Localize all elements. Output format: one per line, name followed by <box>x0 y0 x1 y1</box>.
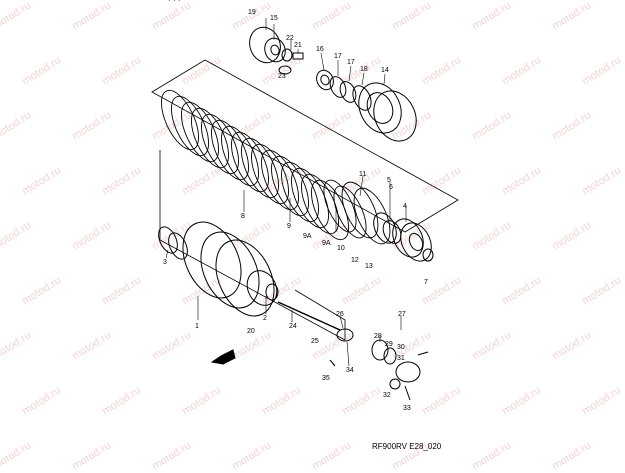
callout: 25 <box>311 338 319 345</box>
callout: 9 <box>287 223 291 230</box>
callout: 12 <box>351 257 359 264</box>
callout: 34 <box>346 367 354 374</box>
washer-17b <box>339 81 357 103</box>
callout: 13 <box>365 263 373 270</box>
callout: 24 <box>289 323 297 330</box>
spring-6 <box>382 220 402 244</box>
release-cylinder-assembly <box>371 339 429 401</box>
clutch-sleeve-hub-4 <box>392 218 432 262</box>
washer-17a <box>329 76 347 98</box>
callout: 35 <box>322 375 330 382</box>
callout: 23 <box>278 73 286 80</box>
callout: 19 <box>248 9 256 16</box>
callout: 33 <box>403 405 411 412</box>
spring-plate-15 <box>264 37 286 63</box>
clutch-housing-1 <box>182 221 278 317</box>
bearing-16 <box>316 69 334 91</box>
front-arrow-icon <box>210 349 236 365</box>
callout: 14 <box>381 67 389 74</box>
callout: 15 <box>270 15 278 22</box>
callout: 11 <box>359 171 366 178</box>
lower-frame <box>159 150 346 341</box>
callout: 2 <box>263 315 267 322</box>
callout: 32 <box>383 392 391 399</box>
callout: 17 <box>334 53 342 60</box>
callout: 22 <box>286 35 294 42</box>
callout: 6 <box>389 184 393 191</box>
callout: 31 <box>397 355 405 362</box>
callout: 29 <box>385 341 393 348</box>
push-rod-24 <box>277 301 341 331</box>
primary-gear-3 <box>158 226 188 260</box>
callout: 30 <box>397 344 405 351</box>
callout: 17 <box>347 59 355 66</box>
bolt-21 <box>292 52 304 60</box>
leader-lines <box>165 18 407 367</box>
bolt-35 <box>329 359 336 367</box>
callout: 9A <box>322 240 331 247</box>
clutch-plate-stack <box>161 89 391 245</box>
bearing-23 <box>278 65 292 75</box>
diagram-code: RF900RV E28_020 <box>372 442 442 451</box>
callout: 20 <box>247 328 255 335</box>
callout: 4 <box>403 203 407 210</box>
callout: 9A <box>303 233 312 240</box>
callout: 1 <box>195 323 199 330</box>
callout: 8 <box>241 213 245 220</box>
pressure-plate-14 <box>358 82 417 142</box>
callout: 26 <box>336 311 344 318</box>
callout: 7 <box>424 279 428 286</box>
washer-22 <box>281 48 293 62</box>
callout-labels: 19 15 22 21 16 17 17 18 14 23 8 9 9A 9A … <box>163 9 428 412</box>
callout: 28 <box>374 333 382 340</box>
callout: 21 <box>294 42 302 49</box>
callout: 18 <box>360 66 368 73</box>
callout: 27 <box>398 311 406 318</box>
callout: 16 <box>316 46 324 53</box>
callout: 5 <box>387 177 391 184</box>
callout: 10 <box>337 245 345 252</box>
thrust-washer-2 <box>265 283 279 301</box>
callout: 3 <box>163 259 167 266</box>
plate-stack-frame <box>151 59 459 233</box>
push-piece-26 <box>336 328 354 342</box>
washer-7 <box>422 248 434 262</box>
page-header-fragment: • • • <box>168 0 181 4</box>
